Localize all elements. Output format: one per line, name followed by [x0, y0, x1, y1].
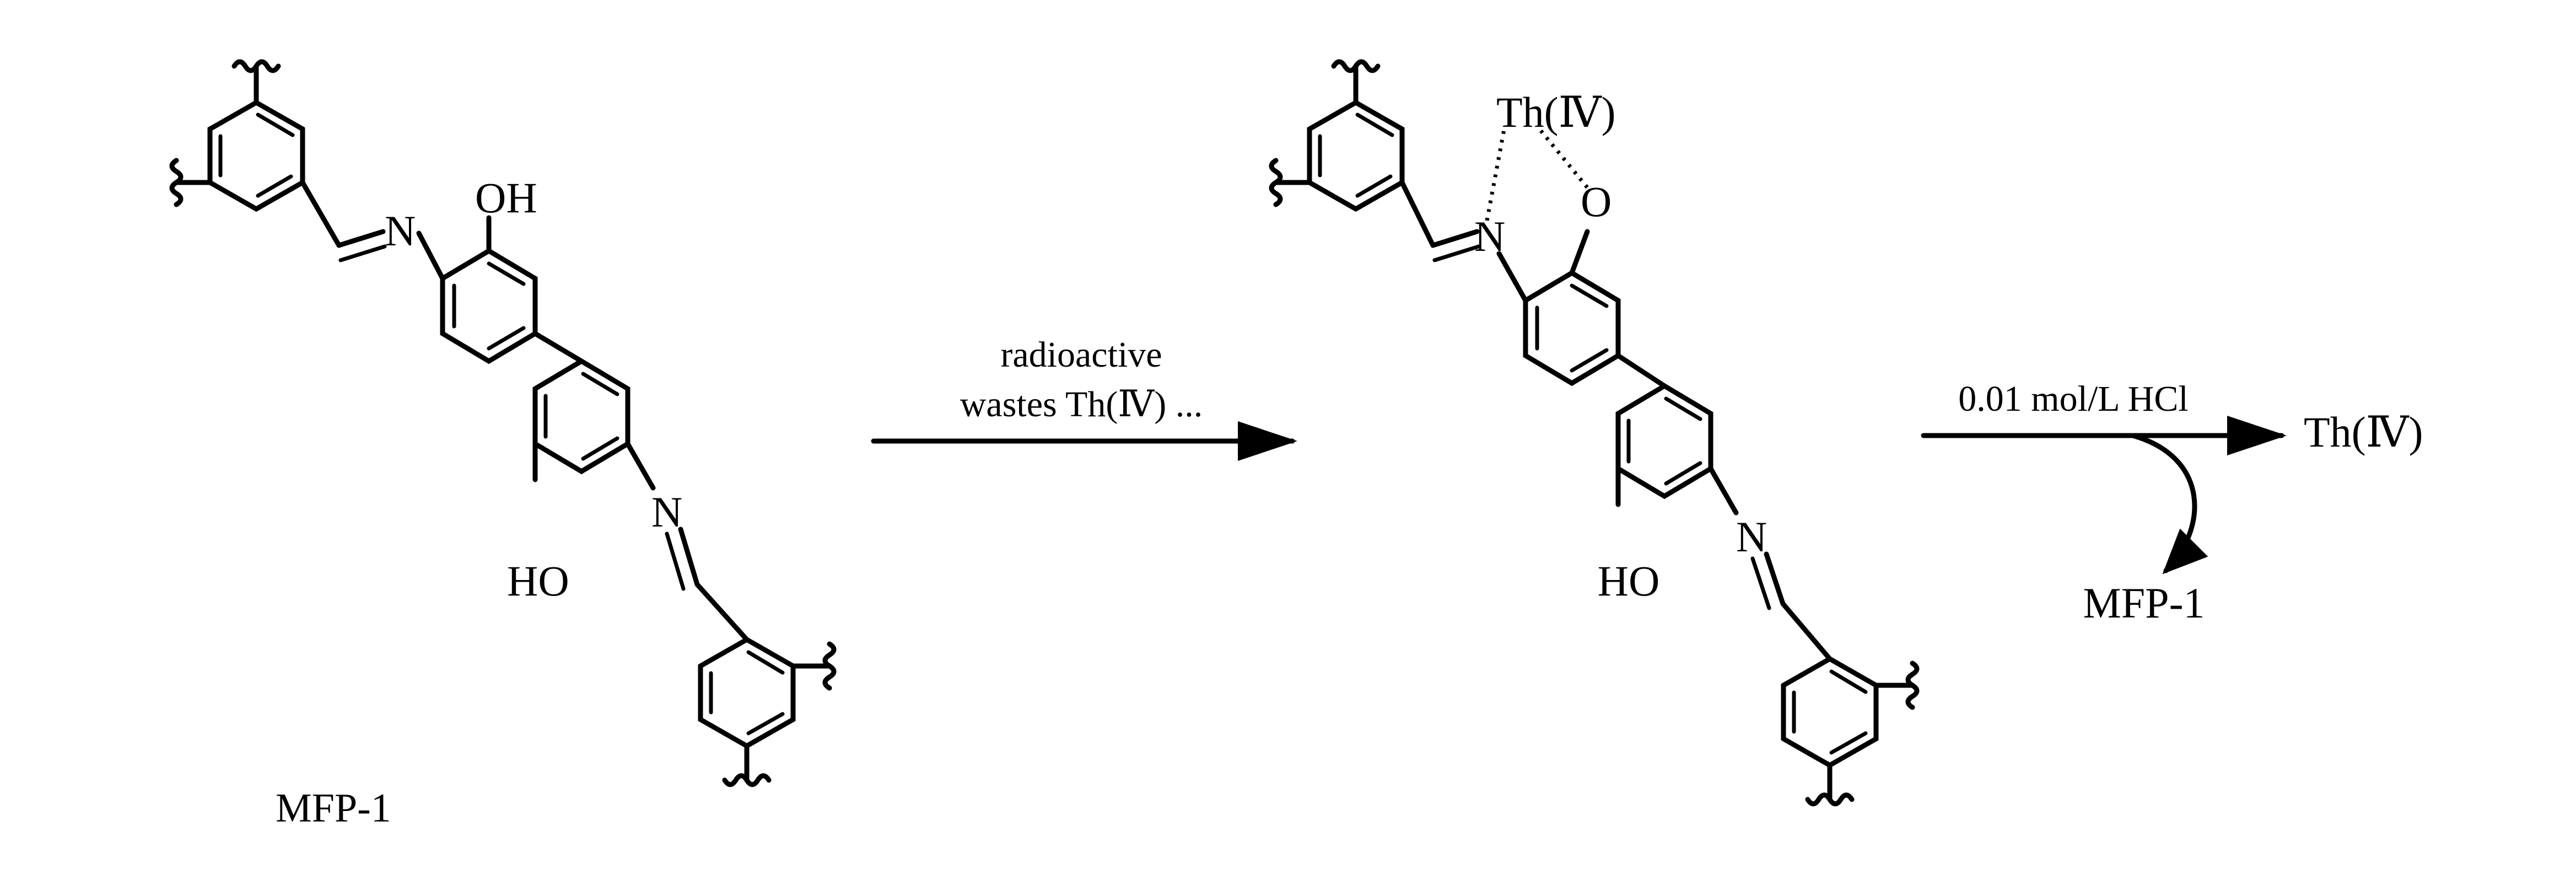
- atom-label-n: N: [651, 488, 682, 536]
- product-recovered-mfp1: MFP-1: [2083, 579, 2205, 627]
- benzene-ring-top-left: [1307, 99, 1405, 212]
- atom-label-ho: HO: [507, 557, 569, 605]
- reaction-arrow-2: 0.01 mol/L HCl Th(Ⅳ) MFP-1: [1921, 379, 2423, 627]
- compound-label-reactant: MFP-1: [276, 786, 391, 831]
- polymer-wavy-bond-icon: [822, 641, 837, 691]
- benzene-ring-lower-center: [1615, 383, 1713, 500]
- atom-label-o: O: [1581, 178, 1612, 225]
- complex-molecule: Th(Ⅳ) O N HO N: [1269, 59, 1920, 807]
- benzene-ring-bottom-right: [1781, 656, 1879, 769]
- metal-label-thorium: Th(Ⅳ): [1496, 88, 1616, 136]
- polymer-wavy-bond-icon: [1905, 661, 1920, 710]
- coordination-bond-n: [1485, 126, 1507, 221]
- reaction-condition-line1: radioactive: [1000, 335, 1162, 375]
- reaction-condition-line2: wastes Th(Ⅳ) ...: [960, 384, 1203, 425]
- polymer-wavy-bond-icon: [231, 59, 281, 73]
- curved-arrow-icon: [2130, 433, 2208, 574]
- polymer-wavy-bond-icon: [1269, 158, 1283, 207]
- benzene-ring-lower-center: [532, 358, 630, 475]
- benzene-ring-upper-center: [1523, 270, 1621, 386]
- benzene-ring-top-left: [207, 99, 305, 212]
- reaction-arrow-1: radioactive wastes Th(Ⅳ) ...: [871, 335, 1297, 461]
- benzene-ring-bottom-right: [698, 636, 796, 749]
- product-thorium: Th(Ⅳ): [2304, 408, 2423, 456]
- atom-label-n: N: [1474, 212, 1505, 260]
- reaction-condition-hcl: 0.01 mol/L HCl: [1958, 379, 2188, 419]
- atom-label-n: N: [385, 207, 416, 255]
- atom-label-oh: OH: [475, 174, 537, 222]
- atom-label-n: N: [1736, 513, 1767, 561]
- polymer-wavy-bond-icon: [1331, 59, 1381, 73]
- benzene-ring-upper-center: [440, 248, 538, 364]
- polymer-wavy-bond-icon: [1805, 792, 1855, 807]
- polymer-wavy-bond-icon: [169, 158, 184, 207]
- reactant-molecule: OH N HO N MFP-1: [169, 59, 837, 831]
- atom-label-ho: HO: [1598, 557, 1660, 605]
- polymer-wavy-bond-icon: [722, 773, 772, 787]
